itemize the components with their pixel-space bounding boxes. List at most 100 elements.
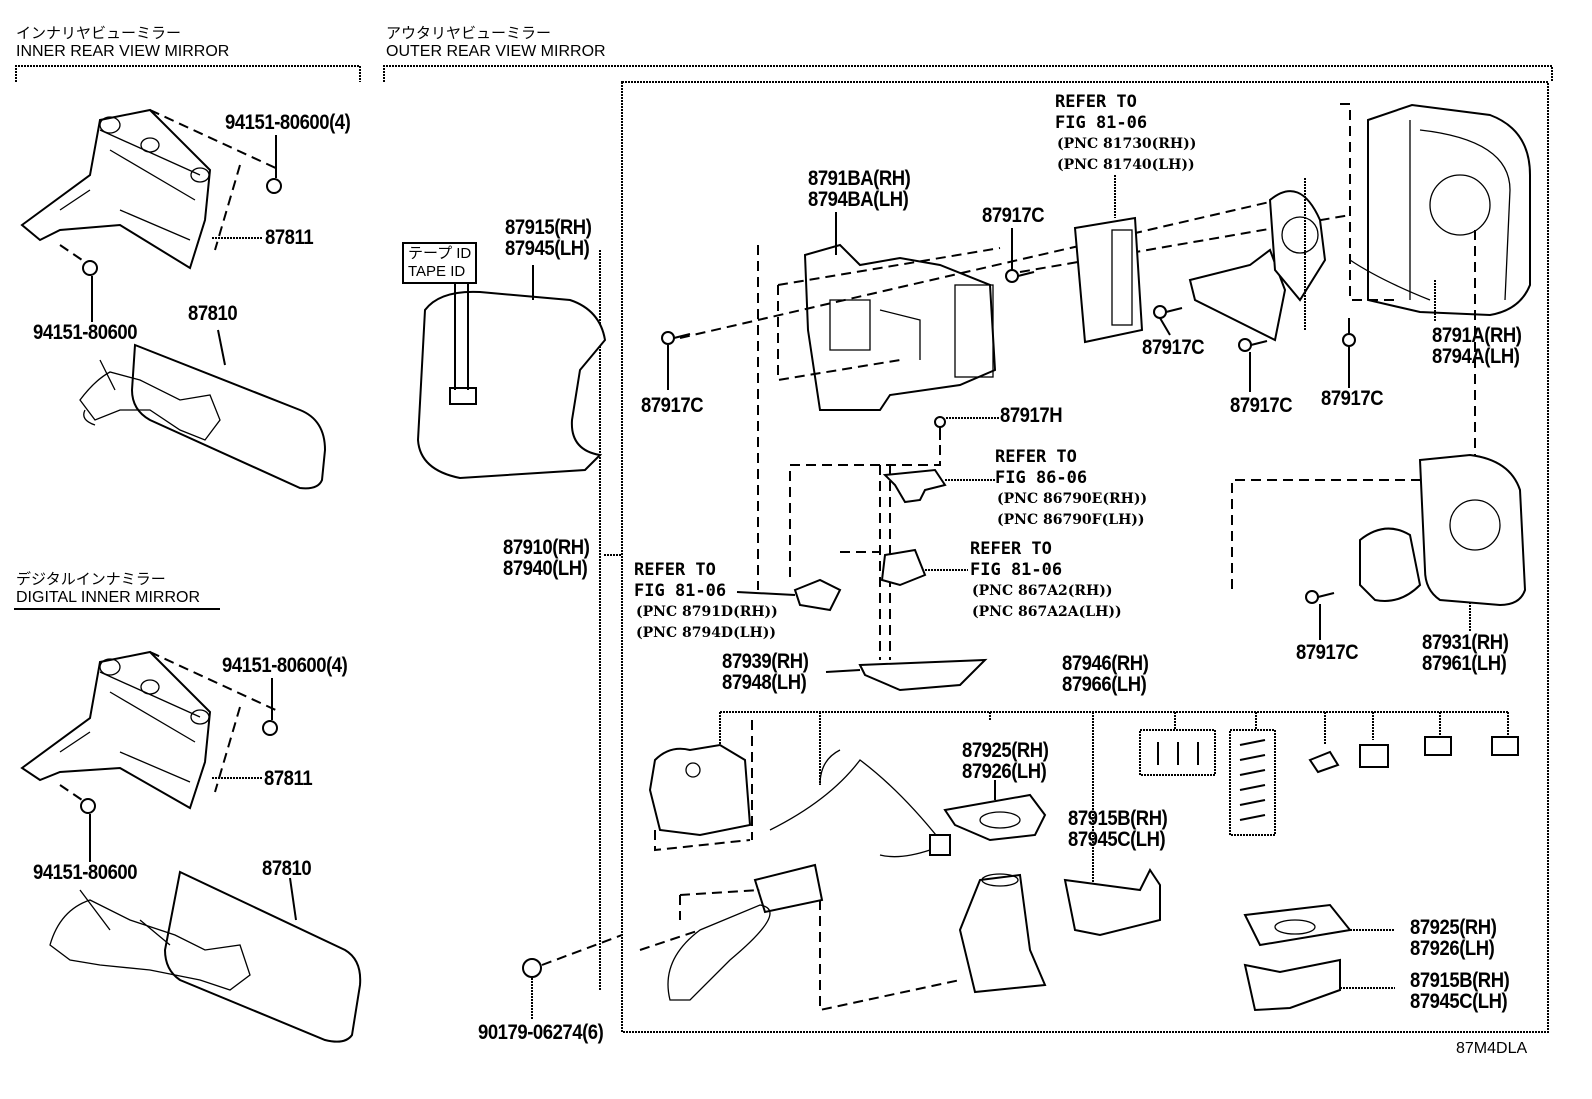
ref-title: REFER TO [634,560,716,580]
digital-label-nut-top[interactable]: 94151-80600(4) [222,654,348,677]
mount-base-drawing [958,873,1047,994]
side-turn-lamp-drawing [1073,216,1144,344]
tape-id-jp: テープ ID [408,245,472,262]
connector-icon [1424,736,1452,756]
ref-fig-link[interactable]: FIG 81-06 [634,581,727,601]
inner-bracket-drawing [20,108,212,270]
part-label-cap-lh[interactable]: 87945C(LH) [1068,828,1166,851]
nut-icon [262,720,278,736]
part-label-clip[interactable]: 90179-06274(6) [478,1021,604,1044]
tape-id-en: TAPE ID [408,263,466,280]
part-label-assy-lh[interactable]: 87940(LH) [503,557,588,580]
part-label-screw-c[interactable]: 87917C [1230,394,1293,417]
mirror-glass-drawing [1418,453,1527,607]
screw-icon [1238,338,1268,352]
ref-pnc-lh: (PNC 86790F(LH)) [997,512,1145,528]
inner-section-title: INNER REAR VIEW MIRROR [16,43,230,60]
part-label-kit-lh[interactable]: 87966(LH) [1062,673,1147,696]
part-label-housing-lh[interactable]: 8794A(LH) [1432,345,1520,368]
outer-section-title-jp: アウタリヤビューミラー [386,24,552,42]
part-label-assy-rh[interactable]: 87910(RH) [503,536,590,559]
ref-title: REFER TO [995,447,1077,467]
part-label-screw-c[interactable]: 87917C [1142,336,1205,359]
part-label-kit-rh[interactable]: 87946(RH) [1062,652,1149,675]
inner-mirror-drawing [79,343,327,490]
ref-fig-link[interactable]: FIG 81-06 [970,560,1063,580]
ref-pnc-rh: (PNC 86790E(RH)) [997,491,1148,507]
part-label-frame-lh[interactable]: 8794BA(LH) [808,188,909,211]
inner-section-title-jp: インナリヤビューミラー [16,24,182,42]
digital-label-bracket[interactable]: 87811 [264,767,313,790]
ref-title: REFER TO [1055,92,1137,112]
part-label-mirror[interactable]: 87810 [188,302,238,325]
part-label-cover-lh[interactable]: 87945(LH) [505,237,590,260]
part-label-housing-rh[interactable]: 8791A(RH) [1432,324,1522,347]
ref-pnc-rh: (PNC 867A2(RH)) [972,583,1113,599]
camera-bracket-drawing [880,548,927,587]
digital-section-title: DIGITAL INNER MIRROR [16,589,201,606]
tape-id-box: テープ ID TAPE ID [402,242,478,284]
part-label-bracket-rh[interactable]: 87939(RH) [722,650,809,673]
frame-dashed-guides [757,245,1001,590]
part-label-gasket-lh[interactable]: 87926(LH) [1410,937,1495,960]
part-label-gasket-lh[interactable]: 87926(LH) [962,760,1047,783]
cap-drawing [1063,868,1161,937]
actuator-drawing [1359,527,1422,602]
inner-dashed-guides [59,109,281,263]
mirror-housing-drawing [1349,103,1531,317]
motor-unit-drawing [648,743,752,837]
digital-label-mirror[interactable]: 87810 [262,857,312,880]
screw-icon [1305,590,1335,604]
part-label-frame-rh[interactable]: 8791BA(RH) [808,167,911,190]
bracket-piece-drawing [1188,248,1287,342]
ref-pnc-lh: (PNC 8794D(LH)) [636,625,777,641]
kit-tree-lines [719,711,1509,890]
under-cover-drawing [858,658,988,692]
ref-pnc-rh: (PNC 81730(RH)) [1057,136,1197,152]
ref-fig-link[interactable]: FIG 86-06 [995,468,1088,488]
motor-base-drawing [1268,190,1327,302]
clip-icon [522,958,542,978]
inner-section-bracket [15,65,361,82]
part-label-gasket-rh[interactable]: 87925(RH) [962,739,1049,762]
connector-icon [1491,736,1519,756]
clip-icon [1308,750,1340,774]
wire-harness-drawing [667,749,951,1001]
lamp-bracket-drawing [882,468,947,504]
part-label-cover-rh[interactable]: 87915(RH) [505,216,592,239]
screw-icon [1153,305,1183,319]
outer-section-title: OUTER REAR VIEW MIRROR [386,43,606,60]
nut-icon [80,798,96,814]
gasket-spare-drawing [1243,903,1352,947]
part-label-bracket-lh[interactable]: 87948(LH) [722,671,807,694]
part-label-glass-rh[interactable]: 87931(RH) [1422,631,1509,654]
assembly-frame [621,81,1549,1033]
part-label-screw-h[interactable]: 87917H [1000,404,1063,427]
part-label-cap-lh[interactable]: 87945C(LH) [1410,990,1508,1013]
part-label-cap-rh[interactable]: 87915B(RH) [1410,969,1510,992]
ref-title: REFER TO [970,539,1052,559]
ref-fig-link[interactable]: FIG 81-06 [1055,113,1148,133]
part-label-bracket[interactable]: 87811 [265,226,314,249]
screw-strip-icon [1229,729,1276,836]
part-label-screw-c[interactable]: 87917C [641,394,704,417]
screw-icon [1342,318,1356,347]
part-label-cap-rh[interactable]: 87915B(RH) [1068,807,1168,830]
mirror-frame-drawing [803,243,997,411]
connector-icon [1359,744,1389,768]
heater-clip-drawing [793,578,842,612]
part-label-glass-lh[interactable]: 87961(LH) [1422,652,1507,675]
part-label-nut-top[interactable]: 94151-80600(4) [225,111,351,134]
screw-icon [934,416,946,440]
screw-set-icon [1139,729,1216,776]
part-label-gasket-rh[interactable]: 87925(RH) [1410,916,1497,939]
part-label-nut-bottom[interactable]: 94151-80600 [33,321,138,344]
digital-label-nut-bottom[interactable]: 94151-80600 [33,861,138,884]
part-label-screw-c[interactable]: 87917C [982,204,1045,227]
screw-icon [661,331,691,345]
digital-section-title-jp: デジタルインナミラー [16,570,166,588]
gasket-drawing [943,793,1047,842]
part-label-screw-c[interactable]: 87917C [1321,387,1384,410]
part-label-screw-c[interactable]: 87917C [1296,641,1359,664]
